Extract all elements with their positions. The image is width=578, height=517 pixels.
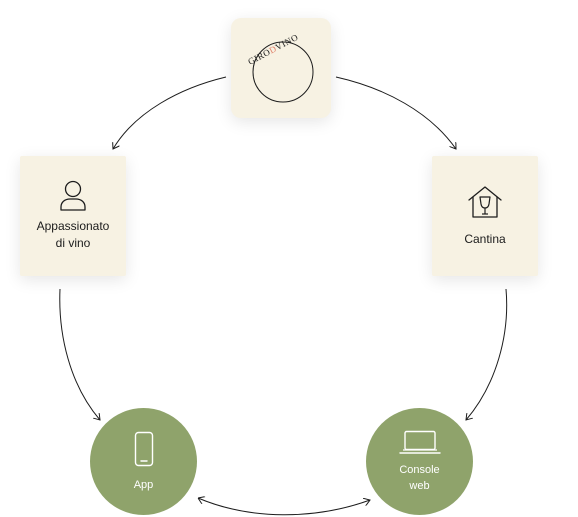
giro-divino-logo-box: GIRODVINO	[231, 18, 331, 118]
logo-text-right: VINO	[274, 32, 300, 52]
appassionato-label-line2: di vino	[55, 236, 91, 250]
appassionato-label: Appassionato di vino	[37, 218, 110, 252]
app-node: App	[90, 408, 197, 515]
smartphone-icon	[134, 431, 153, 466]
console-web-node: Console web	[366, 408, 473, 515]
console-label: Console web	[399, 462, 439, 494]
logo-text-accent: D	[267, 43, 278, 55]
arrow-cantina-to-console	[466, 288, 508, 420]
cantina-label: Cantina	[464, 231, 506, 246]
svg-text:GIRODVINO: GIRODVINO	[246, 32, 300, 67]
giro-divino-logo: GIRODVINO	[246, 32, 314, 103]
arrow-appassionato-to-app	[59, 288, 100, 420]
appassionato-node: Appassionato di vino	[20, 156, 126, 276]
appassionato-label-line1: Appassionato	[36, 219, 110, 233]
arrow-logo-to-cantina	[335, 76, 456, 149]
cantina-node: Cantina	[432, 156, 538, 276]
arrow-logo-to-appassionato	[113, 76, 227, 149]
console-label-line2: web	[409, 479, 430, 492]
laptop-icon	[398, 430, 441, 454]
app-label: App	[133, 478, 154, 491]
arrow-app-console-bidirectional	[198, 498, 370, 516]
console-label-line1: Console	[399, 463, 440, 476]
user-icon	[60, 180, 86, 211]
house-wine-glass-icon	[468, 185, 502, 218]
